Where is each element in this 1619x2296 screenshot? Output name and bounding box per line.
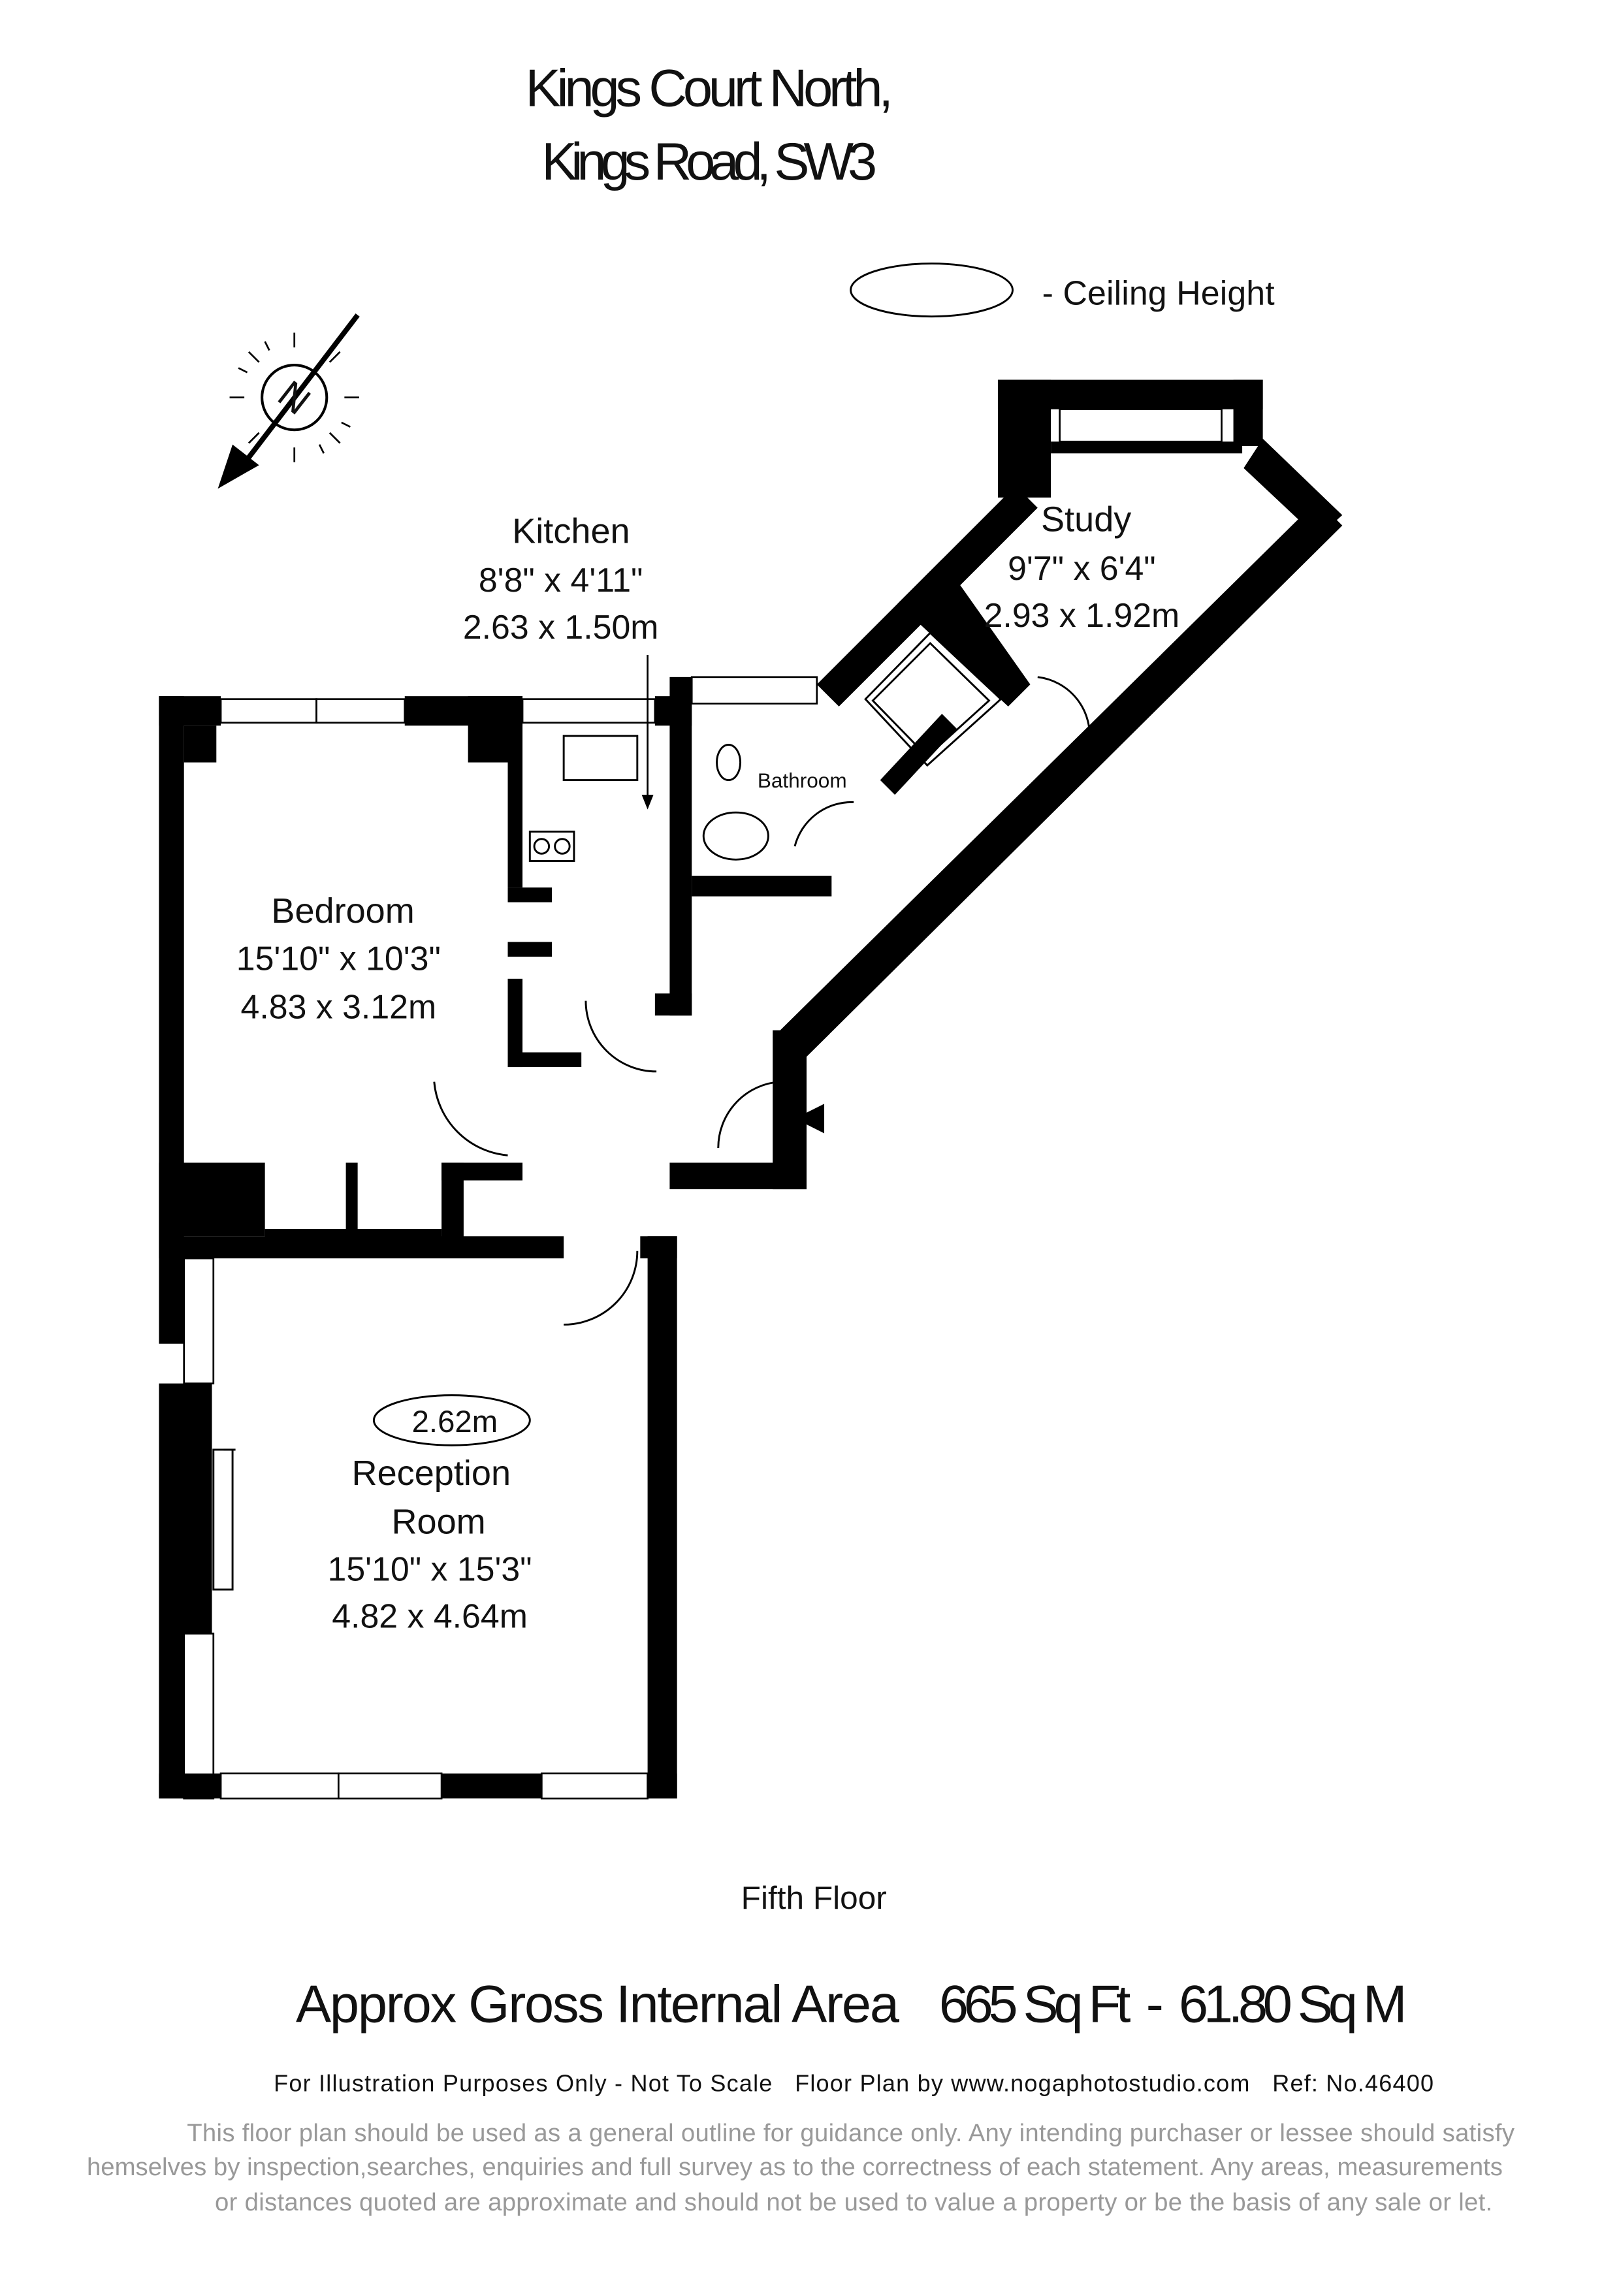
footer-credit: For Illustration Purposes Only - Not To … bbox=[274, 2070, 1434, 2097]
study-name: Study bbox=[1041, 500, 1131, 539]
entrance-door bbox=[717, 1081, 780, 1149]
bathroom-door bbox=[793, 801, 854, 847]
area-label: Approx Gross Internal Area bbox=[296, 1975, 900, 2034]
reception-imperial: 15'10" x 15'3" bbox=[328, 1550, 532, 1588]
north-compass-icon: N bbox=[217, 313, 360, 489]
bedroom-door bbox=[433, 1081, 508, 1156]
kitchen-sink-icon bbox=[562, 735, 639, 782]
fixtures bbox=[212, 631, 1091, 1591]
kitchen-metric: 2.63 x 1.50m bbox=[463, 608, 659, 646]
kitchen-imperial: 8'8" x 4'11" bbox=[479, 561, 643, 599]
ceiling-height-ellipse bbox=[372, 1394, 531, 1446]
ceiling-height-legend-ellipse bbox=[850, 263, 1014, 318]
reception-ceiling-height: 2.62m bbox=[412, 1405, 498, 1439]
walls bbox=[159, 379, 1343, 1800]
title-line-1: Kings Court North, bbox=[526, 59, 893, 118]
disclaimer-line-2: hemselves by inspection,searches, enquir… bbox=[87, 2153, 1503, 2181]
hob-icon bbox=[528, 831, 575, 863]
study-metric: 2.93 x 1.92m bbox=[984, 596, 1180, 634]
study-imperial: 9'7" x 6'4" bbox=[1008, 549, 1156, 587]
kitchen-door bbox=[585, 1000, 657, 1073]
basin-icon bbox=[716, 744, 742, 782]
shower-icon bbox=[864, 631, 1002, 767]
kitchen-name: Kitchen bbox=[512, 512, 630, 551]
disclaimer-line-1: This floor plan should be used as a gene… bbox=[187, 2119, 1515, 2147]
bathroom-name: Bathroom bbox=[758, 769, 847, 792]
bedroom-metric: 4.83 x 3.12m bbox=[241, 988, 437, 1026]
reception-name-line-2: Room bbox=[391, 1502, 485, 1541]
floor-label: Fifth Floor bbox=[741, 1879, 887, 1916]
reception-name-line-1: Reception bbox=[352, 1454, 511, 1493]
study-door bbox=[1037, 676, 1091, 744]
area-value: 665 Sq Ft - 61.80 Sq M bbox=[939, 1975, 1407, 2034]
reception-door bbox=[564, 1251, 639, 1326]
reception-metric: 4.82 x 4.64m bbox=[332, 1597, 528, 1635]
ceiling-height-legend-label: - Ceiling Height bbox=[1042, 274, 1275, 312]
bedroom-name: Bedroom bbox=[271, 891, 414, 931]
entrance-arrow-icon bbox=[794, 1104, 825, 1134]
toilet-icon bbox=[702, 811, 769, 861]
disclaimer-line-3: or distances quoted are approximate and … bbox=[215, 2188, 1492, 2216]
bedroom-imperial: 15'10" x 10'3" bbox=[236, 939, 441, 977]
title-line-2: Kings Road, SW3 bbox=[541, 133, 877, 191]
